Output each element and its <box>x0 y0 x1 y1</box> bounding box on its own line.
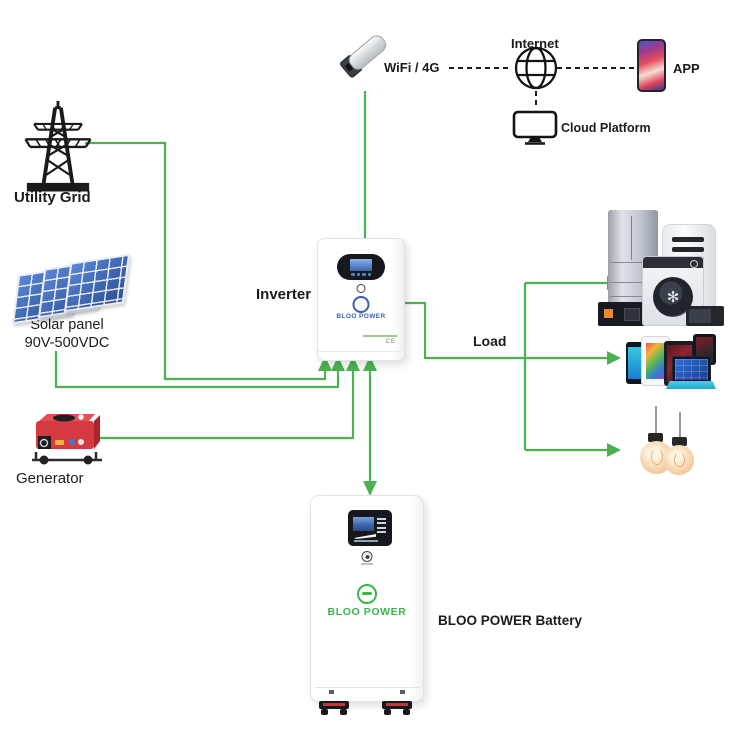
inverter-lcd-screen <box>350 259 372 271</box>
battery-label: BLOO POWER Battery <box>438 613 583 628</box>
inverter-logo-icon <box>352 296 370 313</box>
generator-label: Generator <box>16 470 84 487</box>
wifi-label: WiFi / 4G <box>384 60 440 75</box>
cloud-platform-label: Cloud Platform <box>561 121 651 135</box>
solar-panel-icon <box>6 253 131 325</box>
inverter-device: BLOO POWER CE <box>317 238 405 361</box>
light-bulbs-icon <box>638 406 708 488</box>
battery-logo-icon <box>357 584 377 604</box>
solar-panel-spec: 90V-500VDC <box>24 335 110 351</box>
smartphone-icon <box>626 342 644 384</box>
internet-globe-icon <box>514 46 558 90</box>
laptop-icon <box>672 356 711 383</box>
electronics-icon <box>622 334 717 392</box>
smartphone-app-icon <box>637 39 666 92</box>
inverter-indicator-icon <box>356 284 366 293</box>
app-label: APP <box>673 61 700 76</box>
inverter-ce-mark: CE <box>385 339 396 345</box>
battery-wheel-left <box>319 701 349 715</box>
battery-power-knob <box>361 551 373 562</box>
cloud-monitor-icon <box>512 110 558 145</box>
battery-lcd-screen <box>353 517 374 531</box>
inverter-label: Inverter <box>256 286 312 303</box>
generator-icon <box>32 414 102 465</box>
utility-tower-icon <box>24 100 92 192</box>
internet-label: Internet <box>511 36 559 51</box>
inverter-model-text-bar <box>363 335 397 337</box>
oven-icon <box>598 302 648 326</box>
battery-wheel-right <box>382 701 412 715</box>
battery-brand-text: BLOO POWER <box>327 606 407 618</box>
battery-display <box>348 510 392 546</box>
load-label: Load <box>473 333 507 349</box>
inverter-display <box>337 254 385 280</box>
appliances-icon: ✻ <box>598 198 724 328</box>
solar-panel-label: Solar panel <box>30 317 104 333</box>
inverter-brand-text: BLOO POWER <box>336 313 386 320</box>
battery-device: BLOO POWER <box>310 495 424 702</box>
microwave-icon <box>686 306 724 326</box>
utility-grid-label: Utility Grid <box>14 189 91 206</box>
